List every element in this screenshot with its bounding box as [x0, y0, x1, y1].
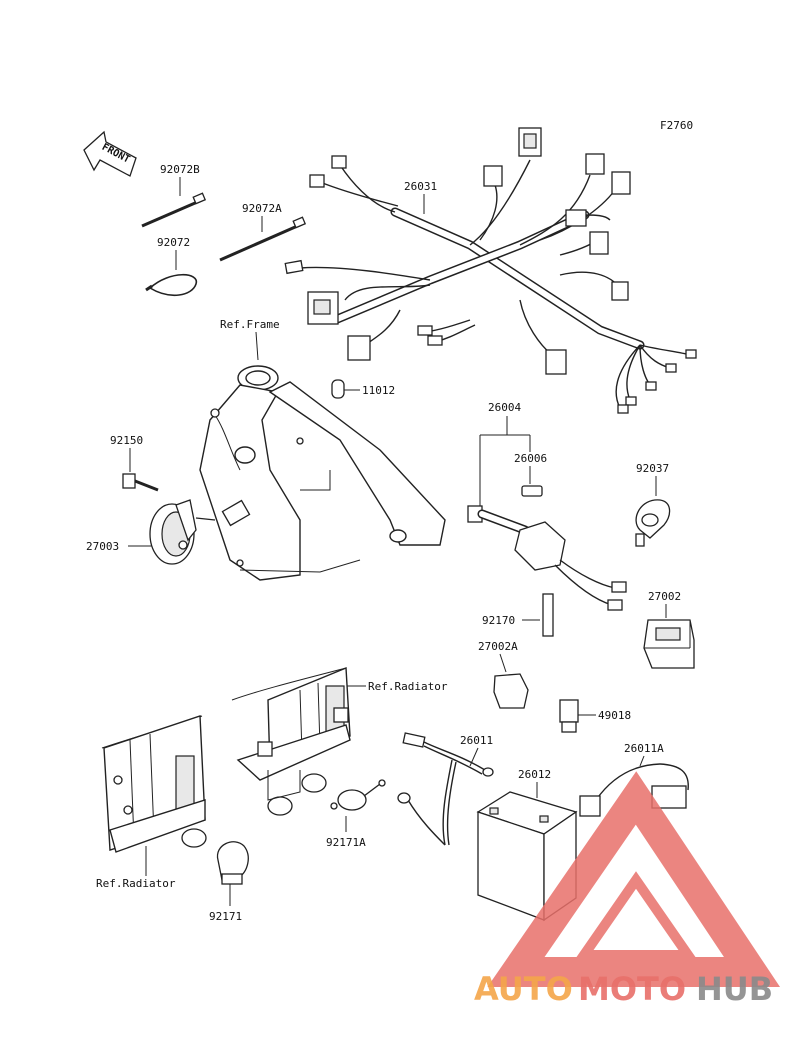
label-ref-frame: Ref.Frame	[220, 318, 280, 331]
label-27002: 27002	[648, 590, 681, 603]
radiator-reference-2	[101, 715, 207, 853]
label-26006: 26006	[514, 452, 547, 465]
cable-tie-92072a	[219, 216, 307, 262]
label-26011: 26011	[460, 734, 493, 747]
cable-tie-92072b	[141, 192, 207, 228]
label-26012: 26012	[518, 768, 551, 781]
label-ref-radiator-2: Ref.Radiator	[96, 877, 176, 890]
battery-cable-26011	[397, 732, 494, 846]
watermark-text: AUTO MOTO HUB	[474, 970, 773, 1008]
label-92171a: 92171A	[326, 836, 366, 849]
label-92072b: 92072B	[160, 163, 200, 176]
label-ref-radiator-1: Ref.Radiator	[368, 680, 448, 693]
watermark-hub: HUB	[696, 970, 773, 1008]
horn-27003	[149, 499, 216, 565]
clamp-92037	[635, 499, 671, 547]
label-92072a: 92072A	[242, 202, 282, 215]
cable-tie-92072	[145, 274, 197, 296]
cap-11012	[331, 379, 345, 399]
label-92170: 92170	[482, 614, 515, 627]
label-92072: 92072	[157, 236, 190, 249]
label-26011a: 26011A	[624, 742, 664, 755]
label-92171: 92171	[209, 910, 242, 923]
label-92037: 92037	[636, 462, 669, 475]
label-26031: 26031	[404, 180, 437, 193]
relay-27002a	[493, 673, 529, 709]
watermark-logo-icon	[487, 771, 781, 987]
label-27003: 27003	[86, 540, 119, 553]
frame-reference	[199, 365, 446, 581]
diagram-code: F2760	[660, 119, 693, 132]
watermark-moto: MOTO	[578, 970, 686, 1008]
bolt-92150	[122, 473, 159, 492]
battery-cable-26011a	[579, 763, 689, 817]
radiator-reference-1	[231, 666, 351, 816]
relay-27002	[643, 619, 695, 669]
front-arrow-icon: FRONT	[83, 130, 137, 177]
watermark-auto: AUTO	[474, 970, 573, 1008]
label-26004: 26004	[488, 401, 521, 414]
fuse-26006	[521, 485, 543, 497]
label-27002a: 27002A	[478, 640, 518, 653]
fuse-holder-26004	[467, 505, 627, 611]
clamp-92171	[216, 841, 249, 885]
clamp-92171a	[330, 779, 386, 811]
label-92150: 92150	[110, 434, 143, 447]
label-11012: 11012	[362, 384, 395, 397]
label-49018: 49018	[598, 709, 631, 722]
band-92170	[542, 593, 554, 637]
main-wiring-harness-26031	[284, 127, 697, 414]
part-49018	[559, 699, 579, 733]
